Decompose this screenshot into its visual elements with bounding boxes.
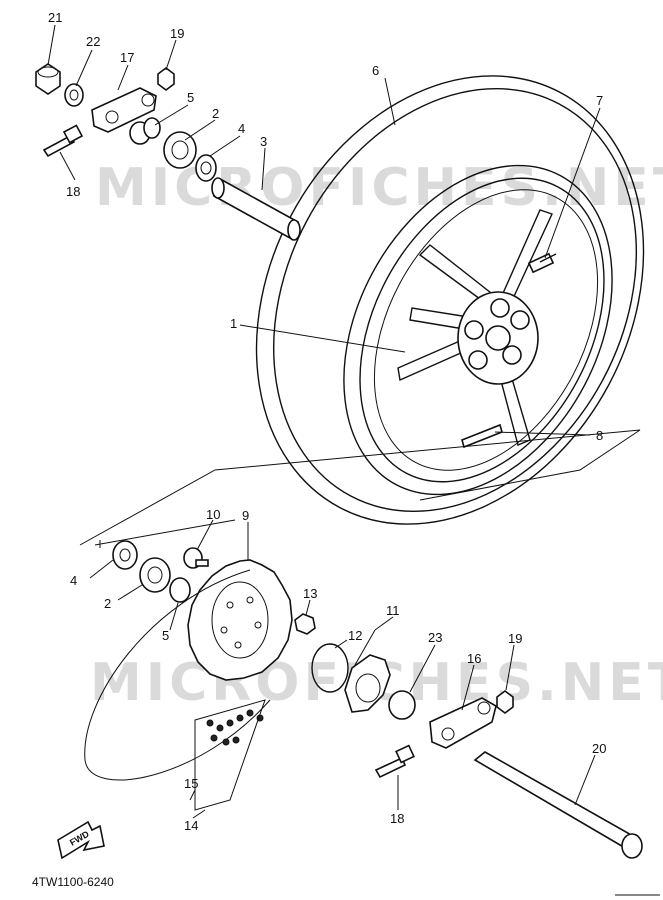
- adjuster-17: [91, 87, 157, 133]
- callout-13: 13: [303, 586, 317, 601]
- collar-tube: [211, 177, 301, 241]
- callout-9: 9: [242, 508, 249, 523]
- callout-17: 17: [120, 50, 134, 65]
- callout-1: 1: [230, 316, 237, 331]
- callout-11: 11: [386, 603, 400, 618]
- adjuster-16: [429, 697, 497, 749]
- callout-16: 16: [467, 651, 481, 666]
- callout-18-top: 18: [66, 184, 80, 199]
- callout-10: 10: [206, 507, 220, 522]
- callout-4-bottom: 4: [70, 573, 77, 588]
- chain-outline: [84, 569, 271, 781]
- wheel-rim: [343, 164, 613, 496]
- callout-5-top: 5: [187, 90, 194, 105]
- callout-5-bottom: 5: [162, 628, 169, 643]
- upper-platform-outline: [79, 429, 641, 546]
- platform-edge: [94, 519, 236, 546]
- bearing-2-bottom: [139, 557, 171, 593]
- bolt-10: [183, 547, 209, 569]
- leader-lines: [47, 24, 601, 819]
- bearing-2-top: [163, 131, 197, 169]
- chain-link-box: [194, 699, 266, 811]
- tire: [255, 75, 645, 525]
- callout-12: 12: [348, 628, 362, 643]
- spacer-5-bottom: [169, 577, 191, 603]
- callout-21: 21: [48, 10, 62, 25]
- callout-numbers: 21 22 17 19 5 2 4 3 6 7 1 8 18 10 9 4 2 …: [48, 10, 606, 833]
- drawing-code: 4TW1100-6240: [32, 875, 114, 889]
- callout-19-bottom: 19: [508, 631, 522, 646]
- callout-22: 22: [86, 34, 100, 49]
- spacer-5-top: [129, 117, 161, 145]
- callout-23: 23: [428, 630, 442, 645]
- chain-link-15: [206, 709, 264, 746]
- callout-18-bottom: 18: [390, 811, 404, 826]
- callout-2-bottom: 2: [104, 596, 111, 611]
- callout-19-top: 19: [170, 26, 184, 41]
- callout-14: 14: [184, 818, 198, 833]
- seal-4-bottom: [112, 540, 138, 570]
- nut-19-top: [157, 67, 175, 91]
- callout-2-top: 2: [212, 106, 219, 121]
- nut-21: [35, 63, 61, 95]
- callout-6: 6: [372, 63, 379, 78]
- nut-13: [294, 613, 316, 635]
- callout-3: 3: [260, 134, 267, 149]
- callout-4-top: 4: [238, 121, 245, 136]
- o-ring: [311, 643, 349, 693]
- sprocket: [187, 559, 293, 681]
- seal-4-top: [195, 154, 217, 182]
- bolt-18-top: [42, 124, 84, 158]
- nut-19-bottom: [496, 690, 514, 714]
- callout-20: 20: [592, 741, 606, 756]
- washer-22: [64, 83, 84, 107]
- bolt-18-bottom: [374, 744, 415, 779]
- valve: [527, 252, 557, 274]
- callout-8: 8: [596, 428, 603, 443]
- collar-23: [388, 690, 416, 720]
- fwd-arrow-icon: FWD: [57, 820, 105, 860]
- callout-7: 7: [596, 93, 603, 108]
- callout-15: 15: [184, 776, 198, 791]
- watermark-top: MICROFICHES.NET: [95, 158, 663, 218]
- axle: [473, 751, 643, 859]
- clutch-hub: [344, 654, 391, 713]
